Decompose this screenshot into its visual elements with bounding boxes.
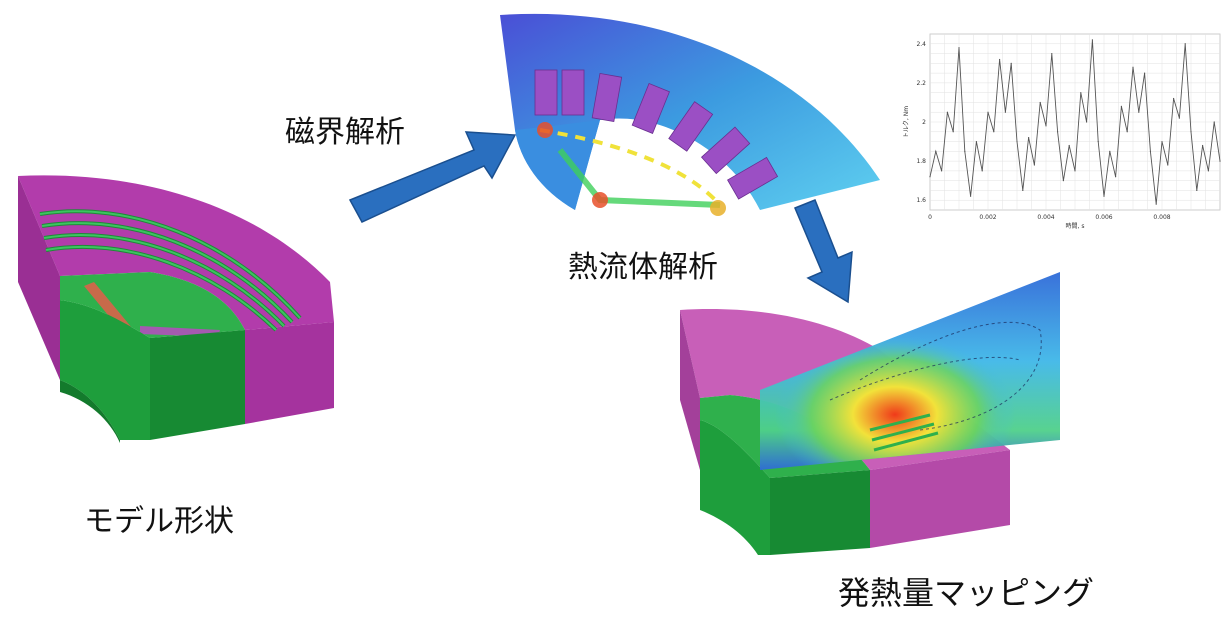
x-tick-label: 0: [928, 214, 932, 221]
data-point: [1028, 137, 1030, 139]
arrow-to-heat-mapping: [794, 199, 853, 304]
data-point: [1051, 52, 1053, 55]
data-point: [964, 150, 966, 152]
data-point: [929, 176, 931, 178]
data-point: [975, 140, 977, 143]
y-tick-label: 2.4: [916, 41, 926, 48]
data-point: [1097, 140, 1099, 143]
data-point: [946, 111, 948, 113]
y-tick-label: 2: [922, 119, 926, 126]
data-point: [1039, 101, 1041, 104]
data-point: [1086, 121, 1088, 123]
data-point: [1155, 203, 1157, 205]
data-point: [987, 111, 989, 113]
data-point: [941, 170, 943, 172]
y-tick-label: 1.8: [916, 158, 926, 165]
data-point: [952, 131, 954, 133]
data-point: [1132, 66, 1134, 68]
data-point: [1109, 150, 1111, 152]
y-tick-label: 1.6: [916, 197, 926, 204]
thermal-mapping-model: [680, 272, 1060, 555]
data-point: [1045, 125, 1047, 127]
data-point: [1213, 121, 1215, 123]
data-point: [1074, 170, 1076, 172]
x-tick-label: 0.008: [1153, 214, 1170, 221]
data-point: [993, 131, 995, 133]
y-tick-label: 2.2: [916, 80, 926, 87]
data-point: [1057, 131, 1059, 133]
data-point: [1068, 144, 1070, 147]
data-point: [1178, 117, 1180, 119]
data-point: [981, 170, 983, 172]
x-axis-label: 時間, s: [1066, 222, 1085, 230]
data-point: [1149, 150, 1151, 152]
data-point: [1022, 189, 1024, 192]
label-model-shape: モデル形状: [84, 504, 234, 539]
data-point: [1126, 131, 1128, 133]
data-point: [1033, 164, 1035, 166]
motor-model-3d: [18, 175, 334, 443]
torque-chart: 0 0.002 0.004 0.006 0.008 1.6 1.8 2 2.2 2.4 時間, s ト…: [903, 33, 1221, 230]
data-point: [999, 58, 1001, 61]
data-point: [1016, 140, 1018, 143]
magnetic-field-plot: [500, 13, 880, 216]
data-point: [1138, 111, 1140, 113]
data-point: [1120, 105, 1122, 107]
x-tick-label: 0.004: [1037, 214, 1054, 221]
data-point: [1062, 180, 1064, 182]
label-heat-mapping: 発熱量マッピング: [838, 574, 1095, 612]
data-point: [1196, 189, 1198, 192]
data-point: [1161, 140, 1163, 143]
data-point: [1184, 43, 1186, 45]
label-magnetic-analysis: 磁界解析: [285, 115, 405, 150]
data-point: [1103, 195, 1105, 197]
data-point: [935, 150, 937, 152]
data-point: [1004, 111, 1006, 113]
data-point: [958, 47, 960, 49]
data-point: [1115, 176, 1117, 178]
data-point: [1010, 62, 1012, 64]
y-axis-label: トルク, Nm: [903, 106, 910, 138]
data-point: [1091, 39, 1093, 41]
data-point: [1207, 170, 1209, 172]
data-point: [1202, 144, 1204, 147]
x-tick-label: 0.006: [1095, 214, 1112, 221]
data-point: [970, 195, 972, 197]
label-thermal-fluid-analysis: 熱流体解析: [568, 250, 718, 285]
data-point: [1167, 164, 1169, 166]
data-point: [1219, 160, 1221, 162]
x-tick-label: 0.002: [979, 214, 996, 221]
arrow-to-magnetic-analysis: [348, 131, 517, 223]
data-point: [1173, 97, 1175, 100]
data-point: [1190, 131, 1192, 133]
data-point: [1080, 92, 1082, 94]
data-point: [1144, 72, 1146, 74]
